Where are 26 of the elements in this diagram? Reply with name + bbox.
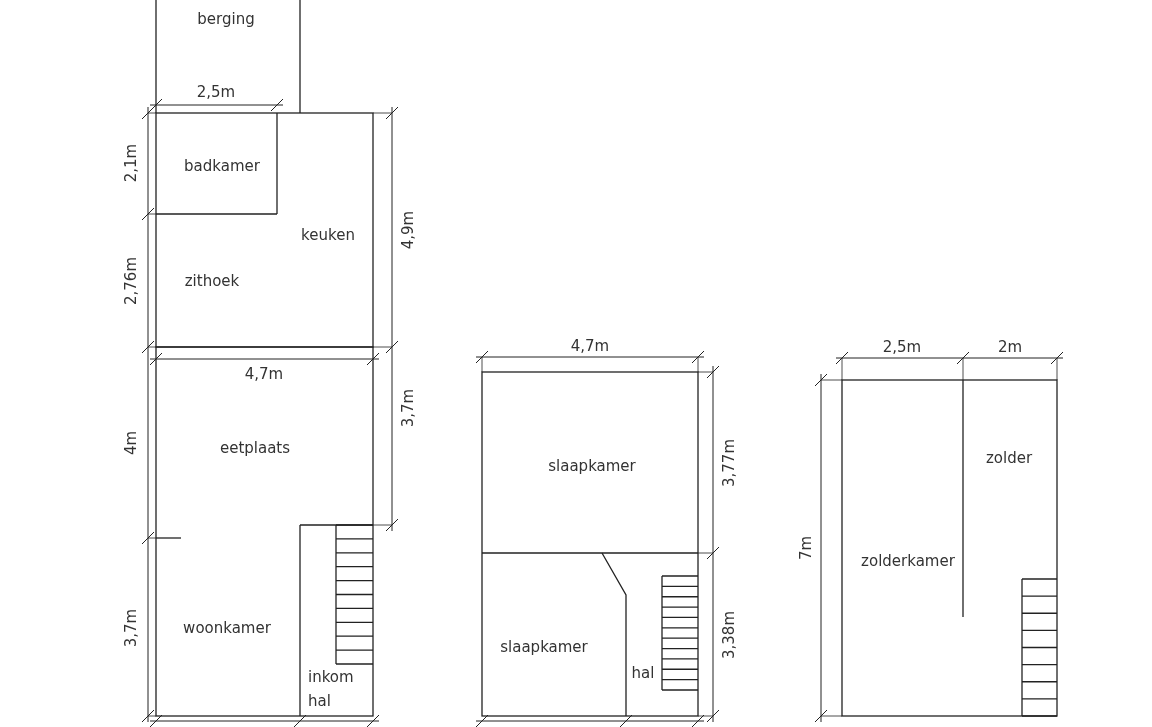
room-label: inkom hal [308,667,354,712]
dimension-label: 3,38m [720,611,738,659]
dimension-label: 3,7m [122,608,140,648]
dimension-label: 4,7m [570,337,610,355]
room-label: zolderkamer [861,552,955,570]
dimension-label: 4,9m [399,210,417,250]
room-label: zolder [985,449,1033,467]
dimension-label: 3,77m [720,439,738,487]
room-label: berging [197,10,255,28]
dimension-label: 2,1m [122,143,140,183]
room-label: badkamer [184,157,260,175]
room-label: zithoek [184,272,240,290]
dimension-label: 7m [797,535,815,561]
room-label: eetplaats [219,439,291,457]
room-label: woonkamer [183,619,271,637]
dimension-label: 2m [997,338,1023,356]
dimension-label: 2,5m [882,338,922,356]
dimension-label: 2,76m [122,257,140,305]
dimension-label: 4m [122,430,140,456]
dimension-label: 2,5m [196,83,236,101]
dimension-label: 4,7m [244,365,284,383]
room-label: hal [631,664,655,682]
dimension-label: 3,7m [399,388,417,428]
room-label: keuken [301,226,355,244]
room-label: slaapkamer [500,638,588,656]
room-label: slaapkamer [548,457,636,475]
